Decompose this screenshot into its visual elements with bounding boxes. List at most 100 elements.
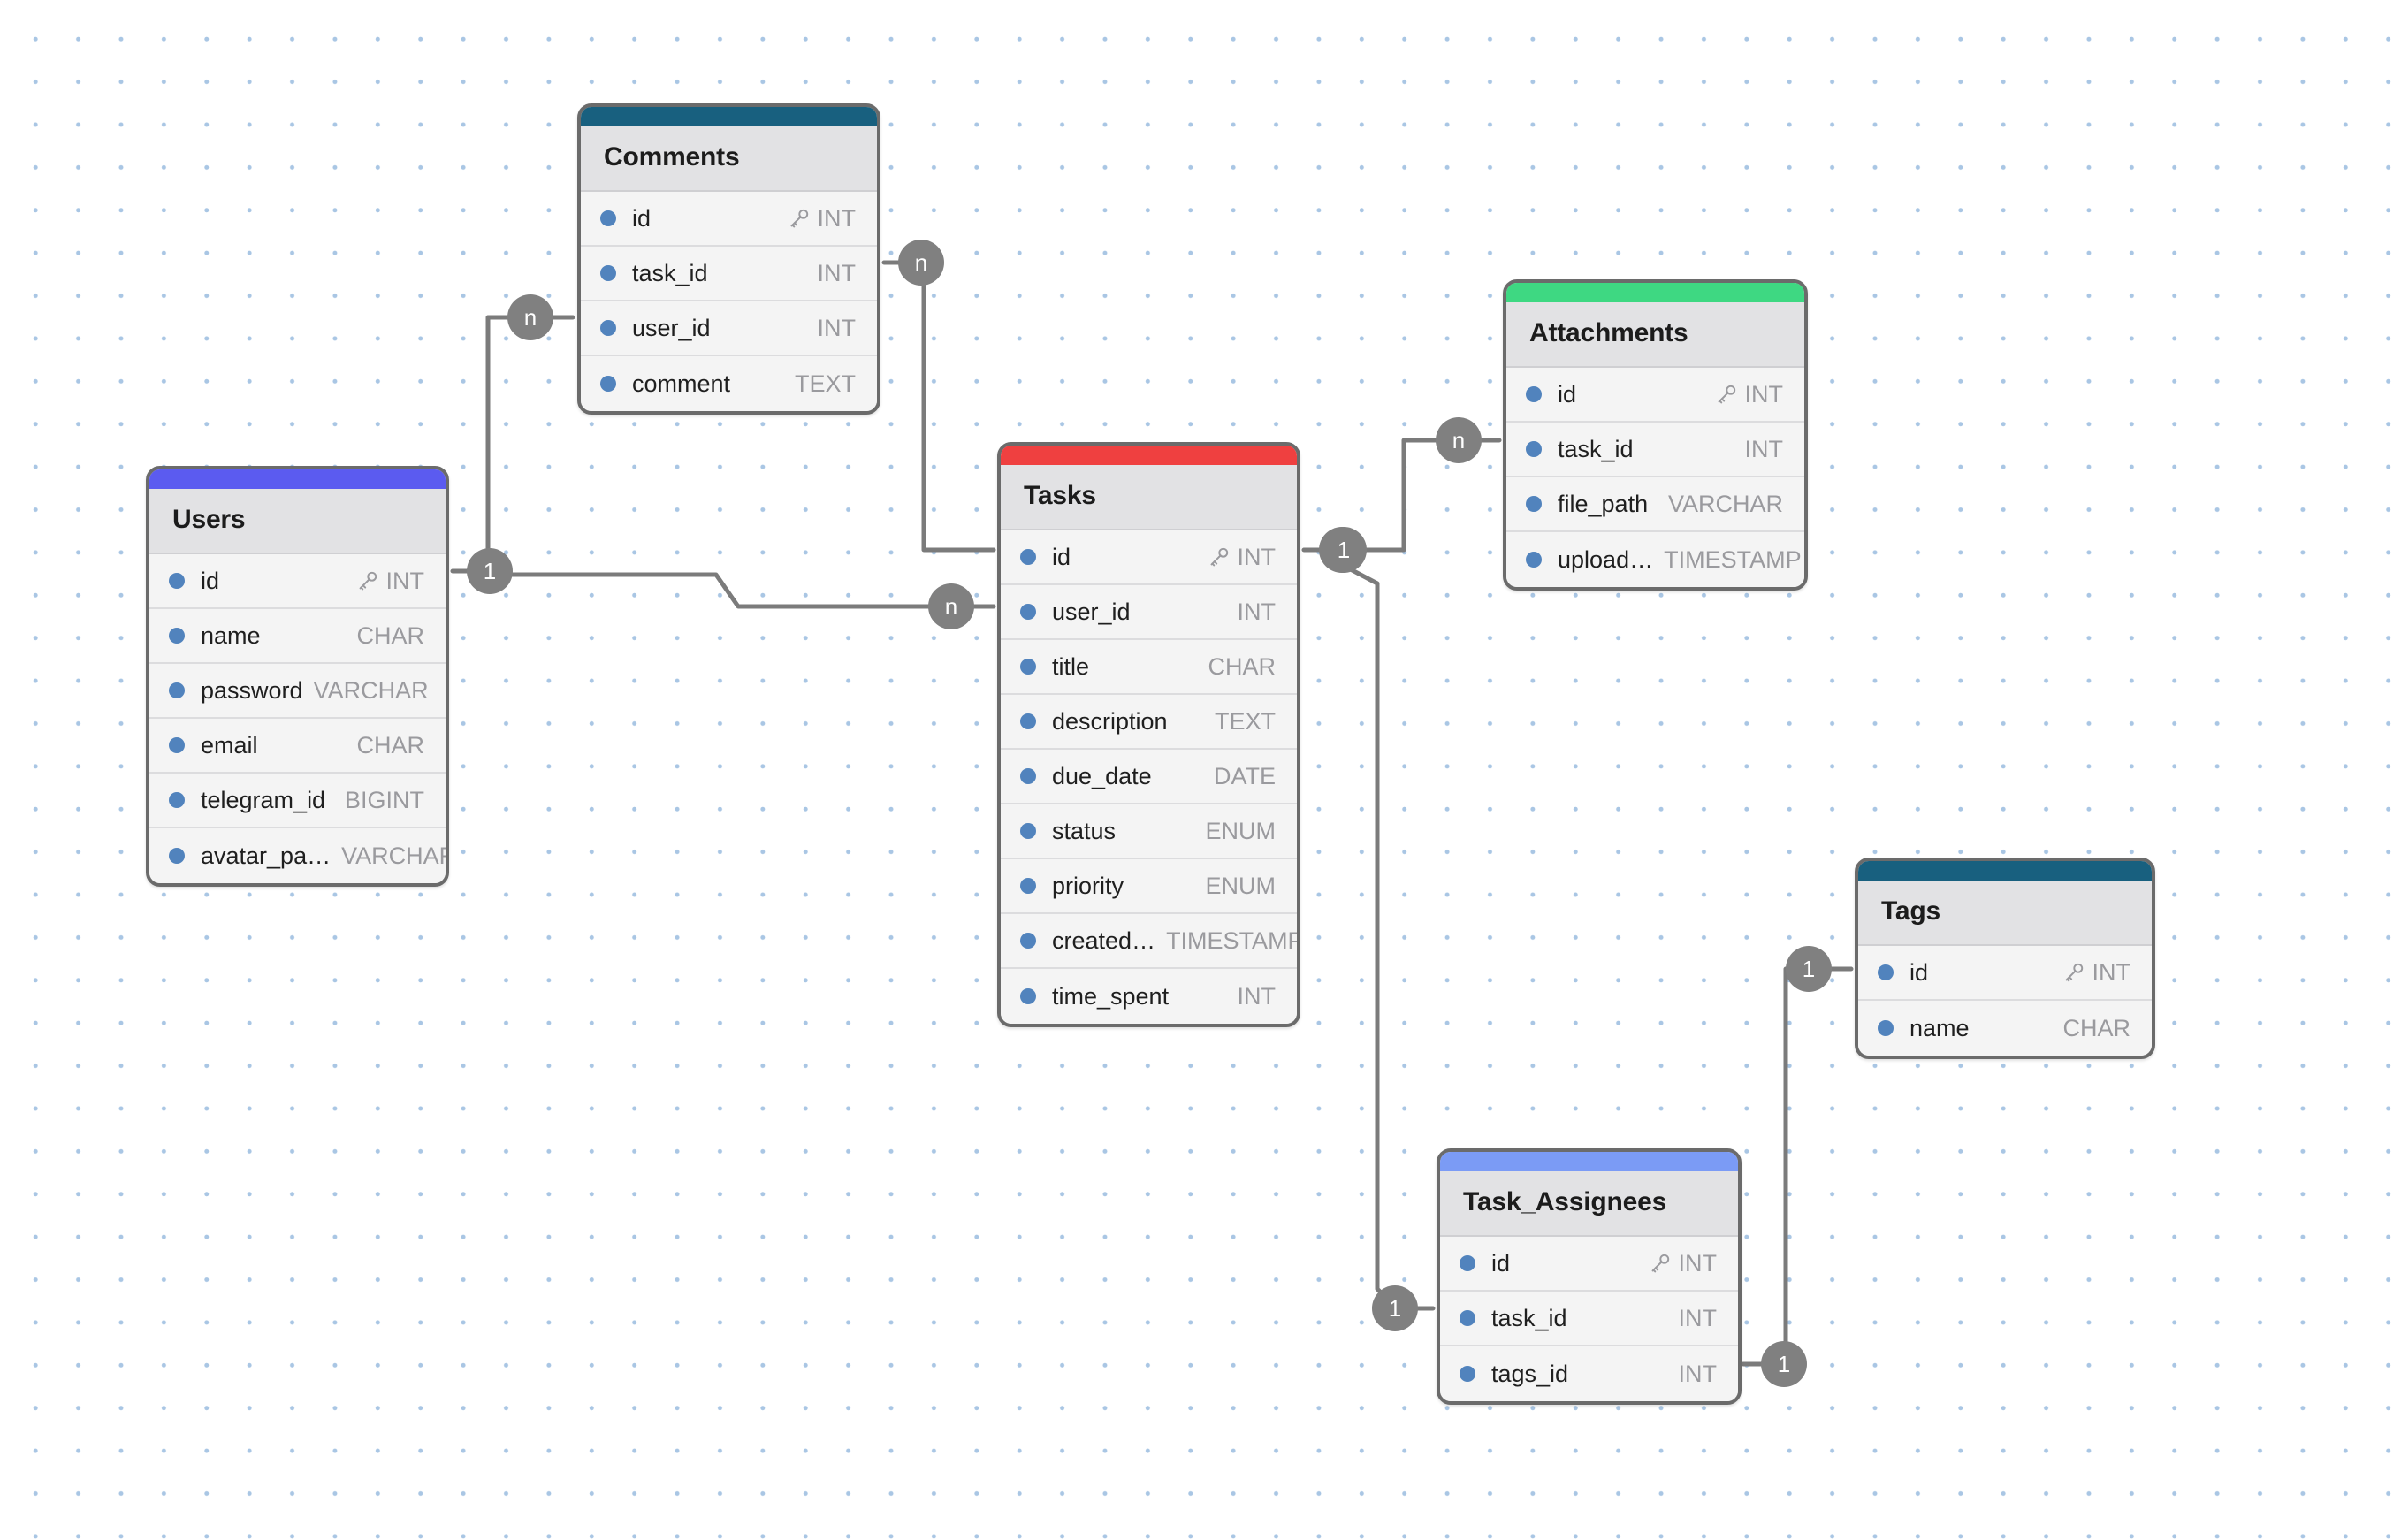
field-bullet-icon — [1526, 441, 1542, 457]
table-header[interactable]: Task_Assignees — [1440, 1171, 1738, 1237]
erd-table-tags[interactable]: Tags id INT name CHAR — [1855, 858, 2155, 1059]
cardinality-badge[interactable]: 1 — [1321, 527, 1367, 573]
table-header[interactable]: Comments — [581, 126, 877, 192]
field-meta: CHAR — [356, 622, 424, 650]
cardinality-badge[interactable]: 1 — [1372, 1285, 1418, 1331]
field-row[interactable]: created…TIMESTAMP — [1001, 914, 1297, 969]
field-name: user_id — [632, 314, 711, 341]
key-icon — [1208, 545, 1231, 568]
field-name: email — [201, 731, 258, 759]
field-bullet-icon — [169, 737, 185, 753]
table-header[interactable]: Tasks — [1001, 465, 1297, 530]
cardinality-badge[interactable]: n — [928, 583, 974, 629]
field-meta: INT — [356, 568, 424, 595]
field-meta: INT — [2062, 959, 2130, 987]
field-name: name — [1909, 1014, 1970, 1041]
field-row[interactable]: avatar_pa…VARCHAR — [149, 828, 446, 883]
field-row[interactable]: id INT — [149, 554, 446, 609]
field-row[interactable]: name CHAR — [1858, 1001, 2152, 1056]
field-meta: VARCHAR — [314, 677, 429, 705]
table-header[interactable]: Attachments — [1506, 302, 1804, 368]
field-bullet-icon — [600, 210, 616, 226]
field-type: DATE — [1213, 762, 1276, 789]
field-row[interactable]: upload… TIMESTAMP — [1506, 532, 1804, 587]
field-name: id — [201, 567, 220, 594]
field-type: INT — [1678, 1249, 1718, 1277]
field-bullet-icon — [1020, 823, 1036, 839]
field-meta: ENUM — [1206, 873, 1277, 900]
field-name: password — [201, 676, 303, 704]
field-bullet-icon — [600, 265, 616, 281]
table-header[interactable]: Users — [149, 489, 446, 554]
field-row[interactable]: id INT — [1858, 946, 2152, 1001]
field-type: INT — [1237, 543, 1277, 570]
field-row[interactable]: password VARCHAR — [149, 664, 446, 719]
table-title: Task_Assignees — [1463, 1187, 1667, 1216]
field-name: task_id — [1491, 1304, 1567, 1331]
field-bullet-icon — [169, 682, 185, 698]
relationship-line-users-tasks — [489, 572, 996, 609]
relationship-line-tasks-task-assignees — [1341, 563, 1436, 1311]
field-meta: INT — [1715, 381, 1783, 408]
cardinality-badge[interactable]: n — [898, 240, 944, 286]
field-name: avatar_pa… — [201, 842, 332, 869]
cardinality-badge[interactable]: 1 — [1761, 1341, 1807, 1387]
field-row[interactable]: user_id INT — [581, 301, 877, 356]
field-bullet-icon — [600, 376, 616, 392]
field-row[interactable]: title CHAR — [1001, 640, 1297, 695]
table-title: Comments — [604, 142, 740, 172]
field-bullet-icon — [1020, 549, 1036, 565]
table-accent-bar — [1440, 1152, 1738, 1171]
field-bullet-icon — [169, 628, 185, 644]
field-bullet-icon — [1878, 964, 1894, 980]
cardinality-badge[interactable]: 1 — [467, 548, 513, 594]
field-type: CHAR — [2062, 1014, 2130, 1041]
field-meta: INT — [1238, 598, 1277, 626]
field-type: ENUM — [1205, 817, 1277, 844]
field-bullet-icon — [1526, 552, 1542, 568]
field-meta: ENUM — [1206, 818, 1277, 845]
table-header[interactable]: Tags — [1858, 881, 2152, 946]
field-name: telegram_id — [201, 786, 326, 813]
field-name: id — [1909, 958, 1929, 986]
field-name: created… — [1052, 926, 1156, 954]
field-name: task_id — [632, 259, 708, 286]
field-meta: TIMESTAMP — [1664, 546, 1802, 574]
field-bullet-icon — [1460, 1310, 1475, 1326]
field-type: CHAR — [1208, 652, 1276, 680]
cardinality-badge[interactable]: n — [1436, 417, 1482, 463]
table-title: Tags — [1881, 896, 1940, 926]
cardinality-badge[interactable]: 1 — [1786, 946, 1832, 992]
field-name: title — [1052, 652, 1090, 680]
field-bullet-icon — [1020, 713, 1036, 729]
cardinality-badge[interactable]: n — [507, 294, 553, 340]
field-meta: INT — [818, 315, 857, 342]
field-meta: INT — [1649, 1249, 1718, 1277]
field-name: upload… — [1558, 545, 1654, 573]
